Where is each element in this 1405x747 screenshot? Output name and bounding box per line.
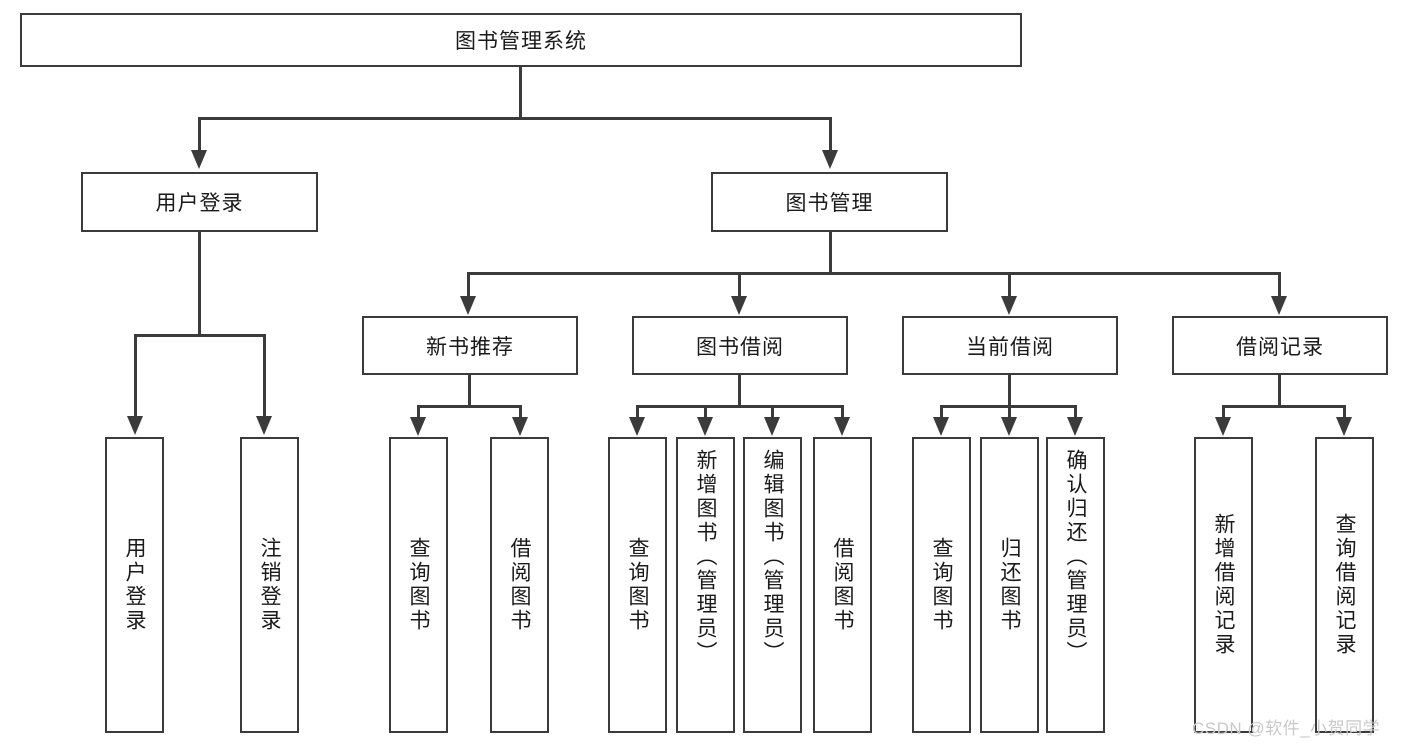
edge-cb-to-leaf-1: [940, 405, 943, 420]
node-new-book-recommend[interactable]: 新书推荐: [362, 316, 578, 375]
arrow-bm-to-book-borrow: [731, 296, 747, 315]
node-label: 归还图书: [998, 537, 1021, 633]
leaf-query-book-1[interactable]: 查询图书: [389, 437, 448, 733]
node-current-borrow[interactable]: 当前借阅: [902, 316, 1118, 375]
arrow-br-to-leaf-2: [1336, 417, 1352, 436]
arrow-root-to-user-login: [191, 150, 207, 169]
edge-bb-stem: [738, 375, 741, 408]
edge-book-management-bar: [467, 272, 1281, 275]
edge-bb-bar: [636, 405, 844, 408]
arrow-cb-to-leaf-3: [1067, 417, 1083, 436]
node-label: 图书借阅: [696, 335, 784, 359]
leaf-query-book-2[interactable]: 查询图书: [608, 437, 667, 733]
leaf-return-book[interactable]: 归还图书: [980, 437, 1039, 733]
node-label: 新增借阅记录: [1212, 513, 1235, 657]
node-label: 用户登录: [155, 192, 244, 215]
node-book-management[interactable]: 图书管理: [711, 172, 948, 232]
arrow-bb-to-leaf-3: [764, 417, 780, 436]
leaf-edit-book[interactable]: 编辑图书（管理员）: [743, 437, 802, 733]
node-book-borrow[interactable]: 图书借阅: [632, 316, 848, 375]
arrow-bb-to-leaf-4: [834, 417, 850, 436]
arrow-cb-to-leaf-1: [933, 417, 949, 436]
arrow-bm-to-current-borrow: [1001, 296, 1017, 315]
edge-bb-to-leaf-4: [841, 405, 844, 420]
arrow-bb-to-leaf-1: [629, 417, 645, 436]
edge-root-to-user-login: [198, 117, 201, 152]
edge-root-bar: [198, 117, 832, 120]
node-label: 当前借阅: [966, 335, 1054, 359]
node-user-login[interactable]: 用户登录: [81, 172, 318, 232]
edge-root-stem: [519, 67, 522, 119]
edge-user-login-stem: [198, 232, 201, 337]
edge-cb-stem: [1008, 375, 1011, 408]
node-label: 新增图书（管理员）: [694, 449, 717, 665]
arrow-user-login-to-leaf-2: [256, 416, 272, 435]
edge-cb-to-leaf-3: [1074, 405, 1077, 420]
node-book-management-system[interactable]: 图书管理系统: [20, 13, 1022, 67]
arrow-nbr-to-leaf-1: [410, 417, 426, 436]
node-label: 借阅图书: [831, 537, 854, 633]
node-label: 查询借阅记录: [1333, 513, 1356, 657]
csdn-watermark: CSDN @软件_小贺同学: [1192, 719, 1381, 738]
arrow-br-to-leaf-1: [1215, 417, 1231, 436]
leaf-borrow-book-1[interactable]: 借阅图书: [490, 437, 549, 733]
edge-nbr-bar: [417, 405, 522, 408]
edge-bb-to-leaf-1: [636, 405, 639, 420]
node-label: 查询图书: [930, 537, 953, 633]
node-label: 查询图书: [407, 537, 430, 633]
leaf-confirm-return[interactable]: 确认归还（管理员）: [1046, 437, 1105, 733]
arrow-nbr-to-leaf-2: [512, 417, 528, 436]
edge-br-stem: [1278, 375, 1281, 408]
node-label: 用户登录: [123, 537, 146, 633]
edge-user-login-to-leaf-2: [263, 334, 266, 418]
edge-br-to-leaf-2: [1343, 405, 1346, 420]
node-borrow-record[interactable]: 借阅记录: [1172, 316, 1388, 375]
arrow-bm-to-borrow-record: [1271, 296, 1287, 315]
edge-br-to-leaf-1: [1222, 405, 1225, 420]
edge-nbr-to-leaf-1: [417, 405, 420, 420]
node-label: 借阅图书: [508, 537, 531, 633]
edge-bb-to-leaf-2: [704, 405, 707, 420]
edge-user-login-to-leaf-1: [134, 334, 137, 418]
edge-br-bar: [1222, 405, 1344, 408]
edge-bm-to-new-book: [467, 272, 470, 299]
edge-root-to-book-management: [829, 117, 832, 152]
leaf-query-record[interactable]: 查询借阅记录: [1315, 437, 1374, 733]
leaf-logout[interactable]: 注销登录: [240, 437, 299, 733]
node-label: 新书推荐: [426, 335, 514, 359]
arrow-bm-to-new-book: [460, 296, 476, 315]
edge-nbr-stem: [468, 375, 471, 408]
leaf-add-book[interactable]: 新增图书（管理员）: [676, 437, 735, 733]
node-label: 注销登录: [258, 537, 281, 633]
leaf-user-login[interactable]: 用户登录: [105, 437, 164, 733]
node-label: 借阅记录: [1236, 335, 1324, 359]
leaf-borrow-book-2[interactable]: 借阅图书: [813, 437, 872, 733]
arrow-user-login-to-leaf-1: [127, 416, 143, 435]
arrow-root-to-book-management: [822, 150, 838, 169]
arrow-cb-to-leaf-2: [1001, 417, 1017, 436]
node-label: 确认归还（管理员）: [1064, 449, 1087, 665]
node-label: 图书管理系统: [455, 30, 587, 53]
edge-bb-to-leaf-3: [771, 405, 774, 420]
edge-bm-to-borrow-record: [1278, 272, 1281, 299]
edge-nbr-to-leaf-2: [519, 405, 522, 420]
edge-bm-to-book-borrow: [738, 272, 741, 299]
node-label: 查询图书: [626, 537, 649, 633]
leaf-add-record[interactable]: 新增借阅记录: [1194, 437, 1253, 733]
edge-user-login-bar: [134, 334, 266, 337]
edge-cb-to-leaf-2: [1008, 405, 1011, 420]
edge-bm-to-current-borrow: [1008, 272, 1011, 299]
leaf-query-book-3[interactable]: 查询图书: [912, 437, 971, 733]
node-label: 编辑图书（管理员）: [761, 449, 784, 665]
node-label: 图书管理: [785, 192, 874, 215]
edge-book-management-stem: [829, 232, 832, 275]
arrow-bb-to-leaf-2: [697, 417, 713, 436]
